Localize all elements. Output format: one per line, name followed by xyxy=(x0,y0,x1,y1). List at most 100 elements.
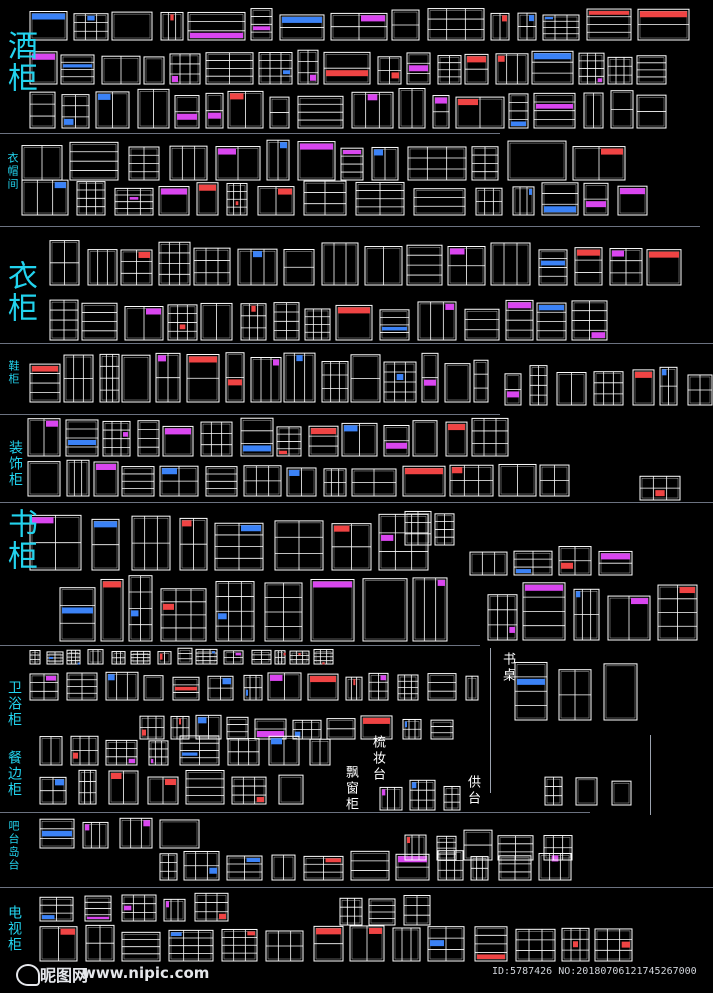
cabinet-drawing xyxy=(539,464,570,497)
label-dresser: 梳妆台 xyxy=(370,735,385,783)
cabinet-drawing xyxy=(427,926,465,962)
cabinet-drawing xyxy=(177,647,193,665)
cabinet-drawing xyxy=(243,674,263,701)
cabinet-drawing xyxy=(121,894,157,922)
cabinet-drawing xyxy=(574,247,603,286)
cabinet-drawing xyxy=(368,898,396,926)
cabinet-drawing xyxy=(529,365,548,406)
label-tv-cabinet: 电视柜 xyxy=(6,905,22,953)
cabinet-drawing xyxy=(60,54,95,85)
cabinet-drawing xyxy=(66,459,90,497)
cabinet-drawing xyxy=(437,850,464,881)
cabinet-drawing xyxy=(542,14,580,41)
cabinet-drawing xyxy=(169,145,208,181)
cabinet-drawing xyxy=(505,299,534,341)
cabinet-drawing xyxy=(321,242,359,286)
cabinet-drawing xyxy=(335,304,373,341)
cabinet-drawing xyxy=(63,354,94,403)
cabinet-drawing xyxy=(383,361,417,403)
cabinet-drawing xyxy=(159,465,199,497)
cabinet-drawing xyxy=(395,853,430,881)
cabinet-drawing xyxy=(172,676,200,701)
cabinet-drawing xyxy=(250,8,273,41)
cabinet-drawing xyxy=(355,181,405,216)
cabinet-drawing xyxy=(267,672,302,701)
cabinet-drawing xyxy=(449,464,494,497)
cabinet-drawing xyxy=(575,777,598,806)
cabinet-drawing xyxy=(225,352,245,403)
cabinet-drawing xyxy=(91,518,120,571)
cabinet-drawing xyxy=(349,925,385,962)
cabinet-drawing xyxy=(427,673,457,701)
cabinet-drawing xyxy=(341,422,378,457)
cabinet-drawing xyxy=(583,92,604,129)
label-wardrobe: 衣柜 xyxy=(2,260,37,324)
cabinet-drawing xyxy=(119,817,153,849)
cabinet-drawing xyxy=(443,785,461,811)
cabinet-drawing xyxy=(636,55,667,85)
cabinet-drawing xyxy=(321,361,349,403)
cabinet-drawing xyxy=(437,55,462,85)
cabinet-drawing xyxy=(607,56,633,85)
cabinet-drawing xyxy=(544,776,563,806)
divider-8 xyxy=(0,887,713,888)
cabinet-drawing xyxy=(279,14,325,41)
cabinet-drawing xyxy=(340,147,364,181)
cabinet-drawing xyxy=(186,353,220,403)
cabinet-drawing xyxy=(258,52,293,85)
cabinet-drawing xyxy=(309,738,331,766)
cabinet-drawing xyxy=(105,671,139,701)
cabinet-drawing xyxy=(407,146,467,181)
cabinet-drawing xyxy=(490,12,510,41)
cabinet-drawing xyxy=(78,769,97,805)
cabinet-drawing xyxy=(603,663,638,721)
cabinet-drawing xyxy=(463,829,493,861)
cabinet-drawing xyxy=(417,301,457,341)
cabinet-drawing xyxy=(139,715,165,740)
cabinet-drawing xyxy=(29,673,59,701)
cabinet-drawing xyxy=(495,53,529,85)
cabinet-drawing xyxy=(194,892,229,922)
cabinet-drawing xyxy=(49,240,80,286)
cabinet-drawing xyxy=(70,735,99,766)
cabinet-drawing xyxy=(200,421,233,457)
cabinet-drawing xyxy=(594,928,633,962)
cabinet-drawing xyxy=(307,673,339,701)
cabinet-drawing xyxy=(195,714,222,740)
cabinet-drawing xyxy=(538,249,568,286)
cabinet-drawing xyxy=(205,92,224,129)
cabinet-drawing xyxy=(179,517,208,571)
cabinet-drawing xyxy=(402,465,446,497)
cabinet-drawing xyxy=(412,420,438,457)
cabinet-drawing xyxy=(87,249,118,286)
cabinet-drawing xyxy=(404,510,432,546)
cabinet-drawing xyxy=(573,588,600,641)
cabinet-drawing xyxy=(159,819,200,849)
cabinet-drawing xyxy=(517,12,537,41)
cabinet-drawing xyxy=(508,93,529,129)
cabinet-drawing xyxy=(169,53,201,85)
cabinet-drawing xyxy=(196,182,219,216)
cabinet-drawing xyxy=(143,675,164,701)
cabinet-drawing xyxy=(268,735,300,766)
divider-6 xyxy=(0,645,480,646)
label-cloakroom: 衣帽间 xyxy=(6,152,19,191)
nipic-logo-icon xyxy=(16,964,40,986)
cabinet-drawing xyxy=(264,582,303,642)
cabinet-drawing xyxy=(155,352,181,403)
cabinet-drawing xyxy=(464,308,500,341)
cabinet-drawing xyxy=(404,834,427,861)
cabinet-drawing xyxy=(572,146,626,181)
cabinet-drawing xyxy=(593,371,624,406)
cabinet-drawing xyxy=(130,650,151,665)
cabinet-drawing xyxy=(147,776,179,805)
cabinet-drawing xyxy=(160,588,207,642)
cabinet-drawing xyxy=(487,594,518,641)
cabinet-drawing xyxy=(257,186,295,216)
cabinet-drawing xyxy=(637,8,690,41)
cabinet-drawing xyxy=(39,896,74,922)
cabinet-drawing xyxy=(251,649,272,665)
cabinet-drawing xyxy=(85,924,115,962)
